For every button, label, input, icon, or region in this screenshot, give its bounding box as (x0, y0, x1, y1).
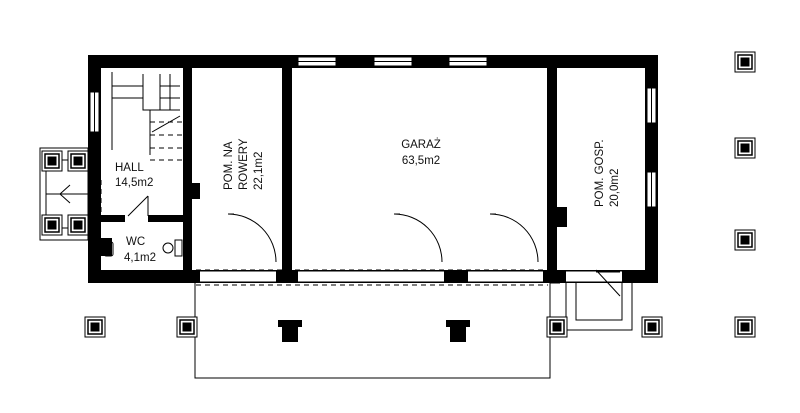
bottom-openings (196, 269, 622, 286)
square-column-icon (734, 229, 756, 251)
square-column-icon (67, 150, 89, 172)
square-column-icon (41, 150, 63, 172)
garage-area: 63,5m2 (402, 155, 440, 167)
right-windows (646, 87, 657, 208)
wc-name: WC (126, 236, 145, 248)
room-label-bike-room: POM. NA ROWERY 22,1m2 (223, 138, 265, 190)
hall-name: HALL (115, 162, 144, 174)
columns (41, 51, 756, 338)
entrance-porch (39, 147, 89, 241)
wc-fixtures (103, 239, 183, 257)
door-swings (127, 195, 621, 297)
square-column-icon (734, 137, 756, 159)
square-column-icon (67, 214, 89, 236)
door-arc-icon (227, 213, 277, 263)
left-window (89, 91, 100, 133)
square-column-icon (734, 51, 756, 73)
interior-walls (101, 55, 567, 283)
top-windows (297, 56, 488, 67)
garage-pillars (278, 320, 470, 342)
room-label-hall: HALL 14,5m2 (115, 162, 153, 189)
room-label-garage: GARAŻ 63,5m2 (401, 138, 441, 167)
pillar-icon (446, 320, 470, 342)
room-label-utility: POM. GOSP. 20,0m2 (594, 139, 621, 207)
staircase-icon (87, 72, 183, 215)
square-column-icon (41, 214, 63, 236)
hall-area: 14,5m2 (115, 177, 153, 189)
bike-room-name-line1: POM. NA (223, 141, 235, 190)
wc-area: 4,1m2 (124, 252, 156, 264)
square-column-icon (84, 316, 106, 338)
room-label-wc: WC 4,1m2 (124, 236, 156, 264)
utility-entrance (565, 283, 633, 331)
utility-name: POM. GOSP. (594, 139, 606, 207)
front-canopy (194, 282, 560, 379)
garage-name: GARAŻ (401, 138, 441, 151)
pillar-icon (278, 320, 302, 342)
bike-room-area: 22,1m2 (253, 152, 265, 190)
door-arc-icon (393, 213, 443, 263)
door-arc-icon (489, 213, 539, 263)
bike-room-name-line2: ROWERY (238, 138, 250, 190)
outer-walls (88, 55, 658, 283)
utility-area: 20,0m2 (609, 169, 621, 207)
square-column-icon (734, 316, 756, 338)
square-column-icon (546, 316, 568, 338)
square-column-icon (176, 316, 198, 338)
square-column-icon (641, 316, 663, 338)
